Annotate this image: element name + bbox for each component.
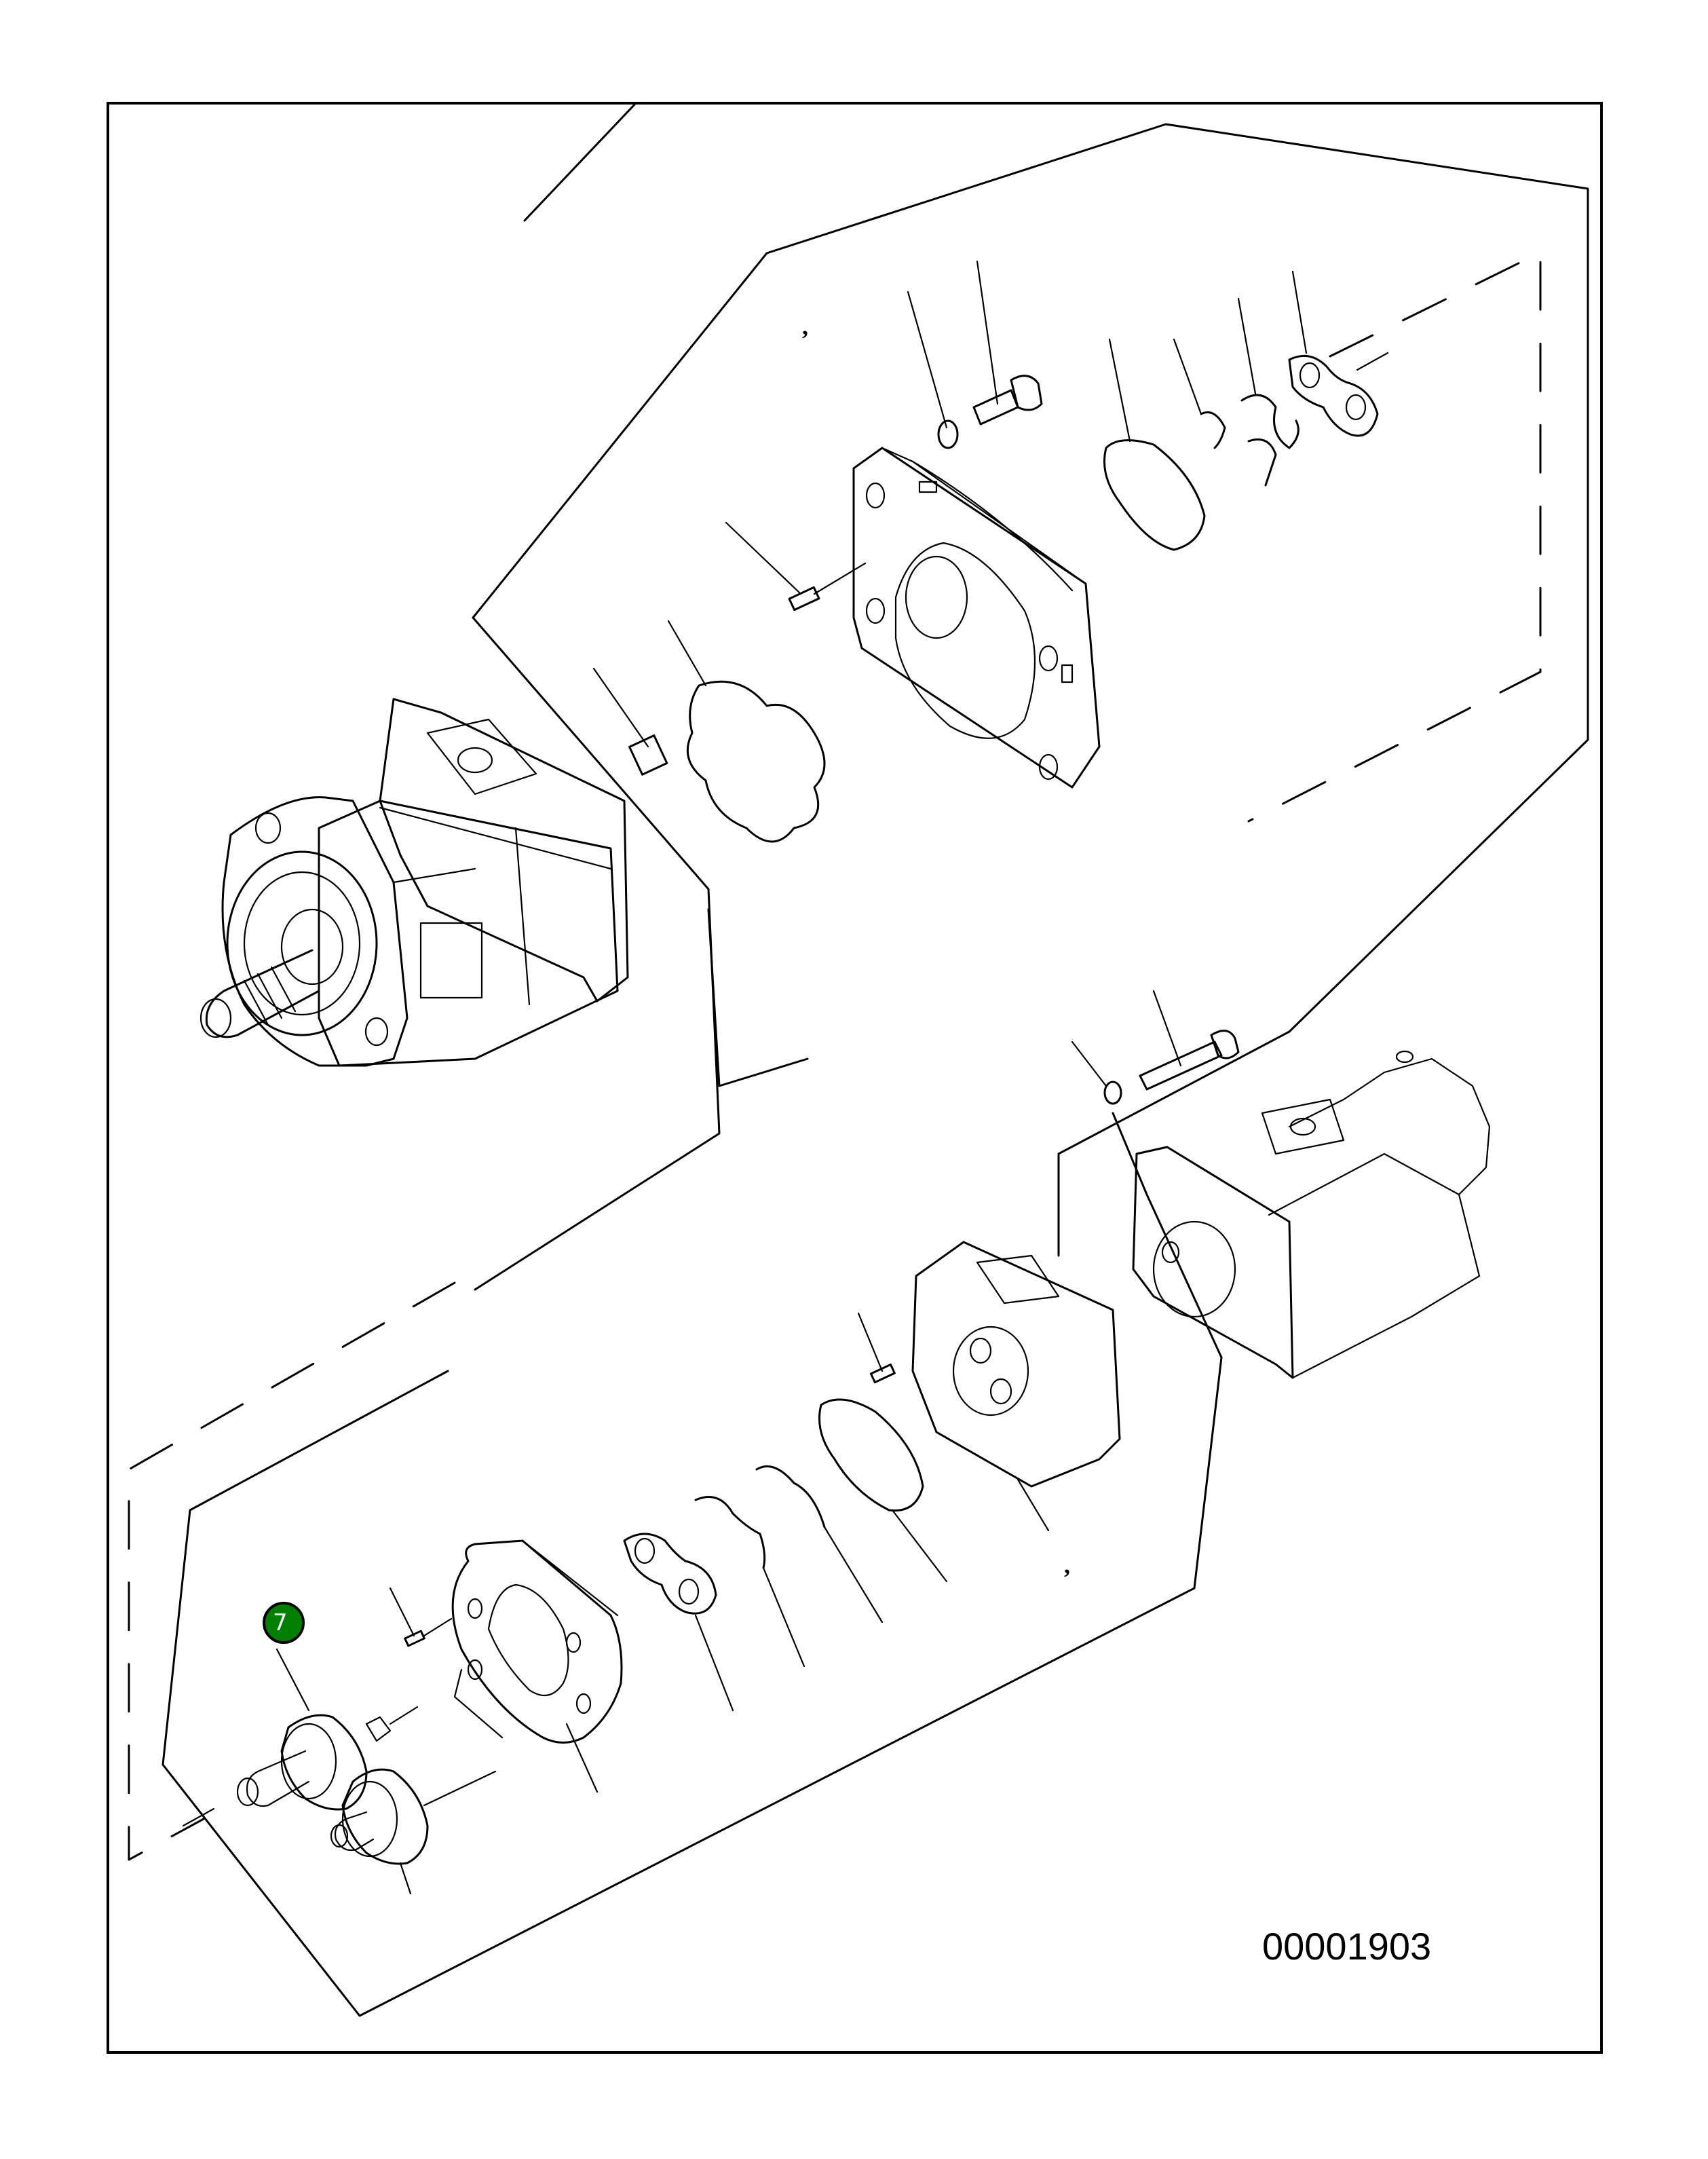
housing-lower [911, 1241, 1121, 1532]
gear-housing-lower [451, 1539, 623, 1793]
middle-bracket [707, 908, 809, 1087]
reference-mark-upper: , [802, 313, 808, 340]
callout-7[interactable]: 7 [263, 1602, 305, 1644]
oval-seal-lower [818, 1398, 948, 1583]
leader-line-top [523, 102, 637, 222]
callout-7-label: 7 [273, 1609, 288, 1636]
dowel-pin-gear [389, 1587, 453, 1647]
diagram-frame [107, 102, 1603, 2054]
bolt-washer-lower [1071, 990, 1240, 1105]
reference-mark-lower: , [1064, 1552, 1070, 1579]
lower-group-outline [162, 1112, 1223, 2017]
upper-group-outline-left [472, 123, 1167, 1291]
dash-tick [182, 1807, 215, 1827]
oval-seal-upper [1103, 338, 1206, 551]
motor-assembly-lower [1132, 1050, 1491, 1379]
driven-gear [330, 1768, 497, 1895]
clips-upper [1173, 270, 1389, 487]
seal-ring-upper [667, 620, 826, 843]
dowel-pin-lower [857, 1312, 896, 1384]
lower-dashed-boundary [128, 1281, 456, 1861]
cover-plate-upper [852, 447, 1101, 789]
washer-bolt-upper [907, 260, 1043, 449]
bushing-upper [592, 667, 668, 776]
dowel-pin-upper [725, 521, 867, 612]
upper-group-outline [1057, 123, 1589, 1257]
upper-dashed-boundary [1247, 251, 1542, 823]
figure-number: 00001903 [1262, 1925, 1432, 1968]
wear-plate-lower [623, 1533, 734, 1712]
clips-lower [694, 1465, 884, 1668]
main-pump-assembly [200, 698, 629, 1067]
drive-gear-shaft [236, 1648, 419, 1811]
gear-bracket [453, 1668, 504, 1739]
